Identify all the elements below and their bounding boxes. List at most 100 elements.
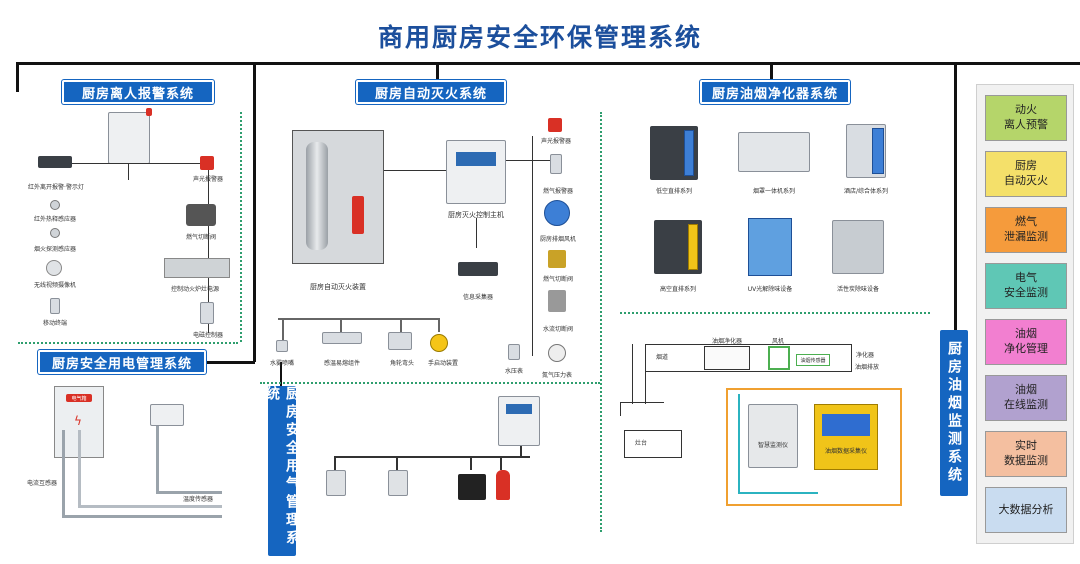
nozzle-icon — [276, 340, 288, 352]
pir-sensor-caption: 红外热释感应器 — [33, 216, 76, 223]
monitor-frame-orange — [726, 388, 902, 506]
monitor-device-1 — [748, 404, 798, 468]
collector-icon — [458, 262, 498, 276]
gas-wire-main — [334, 456, 530, 458]
electric-sensor-1-caption: 电流互感器 — [26, 480, 57, 487]
handheld-icon — [50, 298, 60, 314]
electric-sensor-2-caption: 温度传感器 — [182, 496, 213, 503]
display-panel-caption: 红外离开报警·警示灯 — [28, 184, 84, 191]
duct-purifier-box — [704, 346, 750, 370]
temp-sensor-icon — [322, 332, 362, 344]
purifier-4-caption: 高空直排系列 — [659, 286, 696, 293]
pipe-v1 — [282, 318, 284, 340]
monitor-device-1-caption: 智慧监测仪 — [757, 442, 788, 449]
manual-start-caption: 手启动装置 — [427, 360, 458, 367]
pressure-caption: 水压表 — [504, 368, 523, 375]
label-electric: 厨房安全用电管理系统 — [38, 350, 206, 374]
fire-wire-3 — [506, 160, 552, 161]
bus-left — [16, 62, 19, 92]
electric-wires-3 — [156, 426, 222, 494]
bus-gas — [280, 362, 282, 388]
label-gas: 厨房安全用气管理系统 — [264, 386, 300, 556]
absence-wire-right — [208, 163, 209, 333]
bus-center — [253, 62, 256, 362]
purifier-6-caption: 活性炭除味设备 — [836, 286, 879, 293]
fire-wire-4 — [532, 136, 533, 356]
duct-clean-label: 净化器 — [855, 352, 874, 359]
gas-detector-1 — [326, 470, 346, 496]
stove-caption: 控制动火炉灶电源 — [170, 286, 219, 293]
purifier-5 — [748, 218, 792, 276]
bus-fire — [436, 62, 439, 82]
manual-start-icon — [430, 334, 448, 352]
stove-icon — [164, 258, 230, 278]
feature-item-6: 油烟 在线监测 — [985, 375, 1067, 421]
duct-detector-box — [796, 354, 830, 366]
gas-wire-v3 — [470, 456, 472, 470]
electric-wires-2 — [78, 430, 222, 508]
gas-cut-valve-icon — [548, 250, 566, 268]
duct-vertical — [632, 344, 646, 404]
temp-sensor-caption: 感温易熔组件 — [323, 360, 360, 367]
feature-item-4: 电气 安全监测 — [985, 263, 1067, 309]
duct-flue-label: 烟道 — [655, 354, 668, 361]
handheld-caption: 移动终端 — [42, 320, 67, 327]
label-smoke-monitor: 厨房油烟监测系统 — [940, 330, 968, 496]
gauge-icon — [548, 344, 566, 362]
bus-oil — [770, 62, 773, 82]
power-box-icon — [200, 302, 214, 324]
label-absence-alarm: 厨房离人报警系统 — [62, 80, 214, 104]
right-feature-panel: 动火 离人预警厨房 自动灭火燃气 泄漏监测电气 安全监测油烟 净化管理油烟 在线… — [976, 84, 1074, 544]
feature-item-8: 大数据分析 — [985, 487, 1067, 533]
elbow-caption: 角轮弯头 — [389, 360, 414, 367]
gas-cut-valve-caption: 燃气切断阀 — [542, 276, 573, 283]
purifier-2 — [738, 132, 810, 172]
gas-alarm-caption: 燃气报警器 — [542, 188, 573, 195]
camera-caption: 无线视频摄像机 — [33, 282, 76, 289]
elbow-icon — [388, 332, 412, 350]
purifier-5-caption: UV光解除味设备 — [747, 286, 793, 293]
gauge-caption: 氮气压力表 — [541, 372, 572, 379]
bus-right — [954, 62, 957, 332]
separator-2 — [600, 112, 602, 532]
fire-alarm-caption: 声光报警器 — [540, 138, 571, 145]
feature-item-7: 实时 数据监测 — [985, 431, 1067, 477]
fire-alarm-icon — [548, 118, 562, 132]
exhaust-fan-caption: 厨房排烟风机 — [539, 236, 576, 243]
separator-4 — [260, 382, 600, 384]
pipe-v4 — [438, 318, 440, 332]
gas-detector-2 — [388, 470, 408, 496]
stove-table — [624, 430, 682, 458]
gas-alarm-icon — [550, 154, 562, 174]
separator-1 — [240, 112, 242, 342]
label-oil-smoke: 厨房油烟净化器系统 — [700, 80, 850, 104]
feature-item-2: 厨房 自动灭火 — [985, 151, 1067, 197]
fire-wire-1 — [384, 170, 446, 171]
fire-cabinet-caption: 厨房自动灭火装置 — [310, 283, 366, 291]
gas-wire-v2 — [396, 456, 398, 470]
purifier-3-caption: 酒店/综合体系列 — [843, 188, 889, 195]
page-title: 商用厨房安全环保管理系统 — [377, 23, 702, 52]
water-cut-valve-caption: 水流切断阀 — [542, 326, 573, 333]
collector-caption: 信息采集器 — [462, 294, 493, 301]
electric-wires — [62, 430, 222, 518]
gas-wire-v4 — [500, 456, 502, 470]
sound-light-alarm-icon — [200, 156, 214, 170]
gas-alarm-light-icon — [496, 470, 510, 500]
purifier-1-caption: 低空直排系列 — [655, 188, 692, 195]
feature-item-5: 油烟 净化管理 — [985, 319, 1067, 365]
fire-wire-2 — [476, 218, 477, 248]
pressure-icon — [508, 344, 520, 360]
alarm-controller-box — [108, 112, 150, 164]
label-auto-fire: 厨房自动灭火系统 — [356, 80, 506, 104]
gas-wire-v5 — [520, 440, 522, 458]
absence-wire-h — [60, 163, 210, 164]
duct-fan-label: 风机 — [771, 338, 784, 345]
power-box-caption: 电磁控制器 — [192, 332, 223, 339]
gas-fan-icon — [458, 474, 486, 500]
duct-purifier-label: 油烟净化器 — [711, 338, 742, 345]
monitor-device-2-caption: 油烟数据采集仪 — [824, 448, 867, 455]
top-bus-line — [16, 62, 1080, 65]
duct-detector-label: 油烟传感器 — [800, 358, 826, 364]
separator-5 — [620, 312, 930, 314]
